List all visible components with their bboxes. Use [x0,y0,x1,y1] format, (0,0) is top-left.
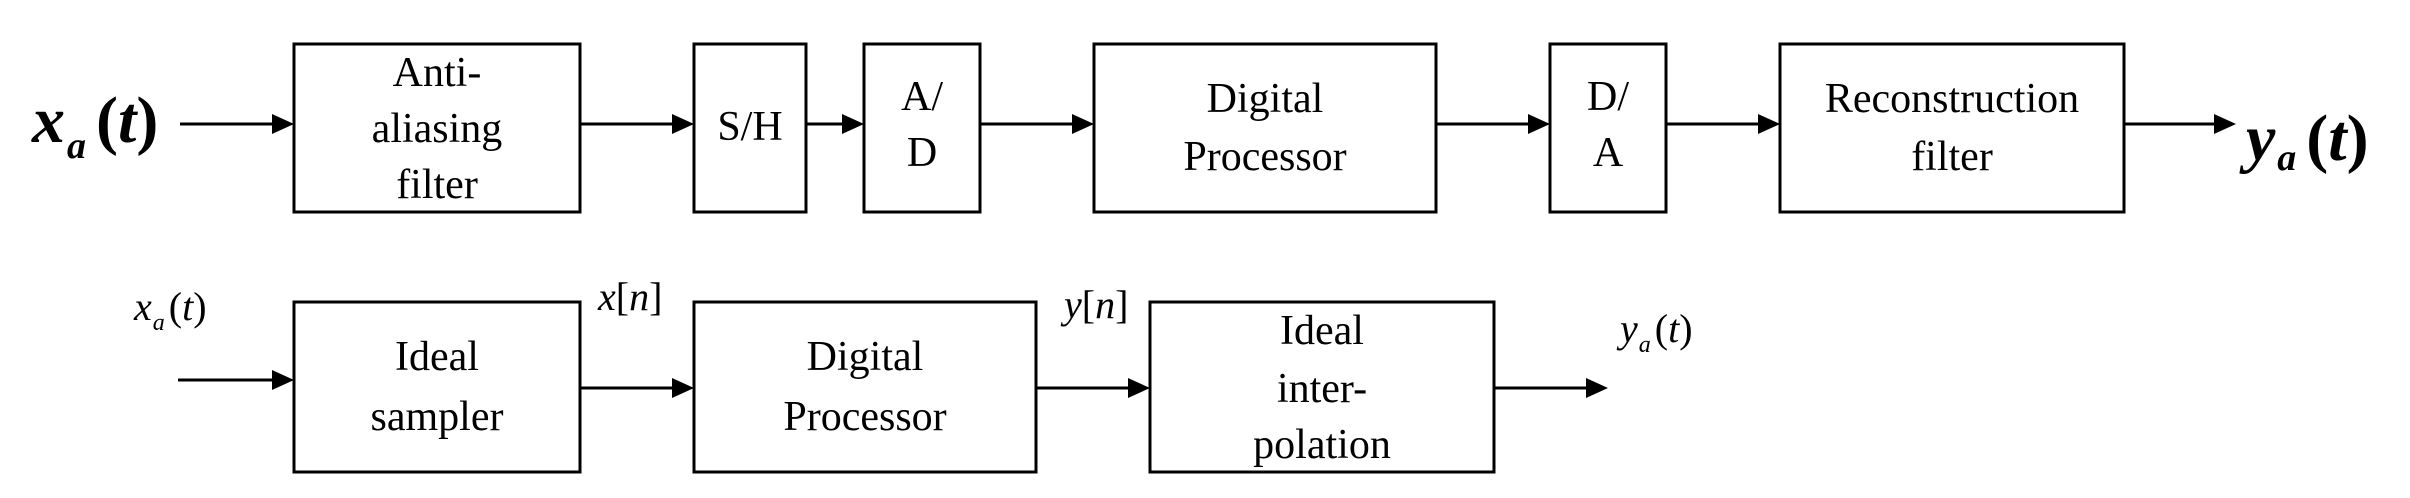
reconstruction-filter-block: Reconstruction filter [1778,42,2126,214]
block-label: D [907,130,937,176]
top-output-signal-label: ya(t) [2239,102,2369,179]
block-label: Ideal [395,334,479,380]
block-label: filter [396,162,478,208]
block-label: Digital [1207,76,1324,122]
arrowhead-icon [1758,114,1780,134]
block-label: sampler [371,394,504,440]
ideal-sampler-block: Ideal sampler [292,300,582,474]
yn-signal-label: y[n] [1060,282,1128,327]
arrowhead-icon [272,370,294,390]
block-label: polation [1253,422,1391,468]
xn-signal-label: x[n] [597,274,662,319]
block-label: Digital [807,334,924,380]
block-label: Ideal [1280,308,1364,354]
sample-and-hold-block: S/H [692,42,808,214]
digital-processor-block: Digital Processor [1092,42,1438,214]
block-label: A/ [901,74,943,120]
arrowhead-icon [272,114,294,134]
block-label: A [1593,130,1624,176]
bottom-output-signal-label: ya(t) [1616,306,1693,358]
block-label: D/ [1587,74,1629,120]
block-label: filter [1911,134,1993,180]
block-label: Processor [1183,134,1346,180]
dac-block: D/ A [1548,42,1668,214]
arrowhead-icon [672,378,694,398]
block-label: Anti- [393,50,482,96]
block-label: Reconstruction [1825,76,2079,122]
anti-aliasing-filter-block: Anti- aliasing filter [292,42,582,214]
arrowhead-icon [842,114,864,134]
ideal-interpolation-block: Ideal inter- polation [1148,300,1496,474]
arrowhead-icon [1128,378,1150,398]
arrowhead-icon [1586,378,1608,398]
arrowhead-icon [2214,114,2236,134]
block-label: aliasing [372,106,503,152]
block-label: Processor [783,394,946,440]
adc-block: A/ D [862,42,982,214]
arrowhead-icon [672,114,694,134]
block-label: inter- [1277,366,1367,412]
top-signal-chain: xa(t) Anti- aliasing filter S/H [31,42,2369,214]
block-label: S/H [717,104,782,150]
arrowhead-icon [1072,114,1094,134]
top-input-signal-label: xa(t) [31,84,158,167]
arrowhead-icon [1528,114,1550,134]
bottom-digital-processor-block: Digital Processor [692,300,1038,474]
bottom-input-signal-label: xa(t) [133,284,207,336]
bottom-signal-chain: xa(t) x[n] y[n] ya(t) Ideal sampler Digi… [133,274,1693,474]
